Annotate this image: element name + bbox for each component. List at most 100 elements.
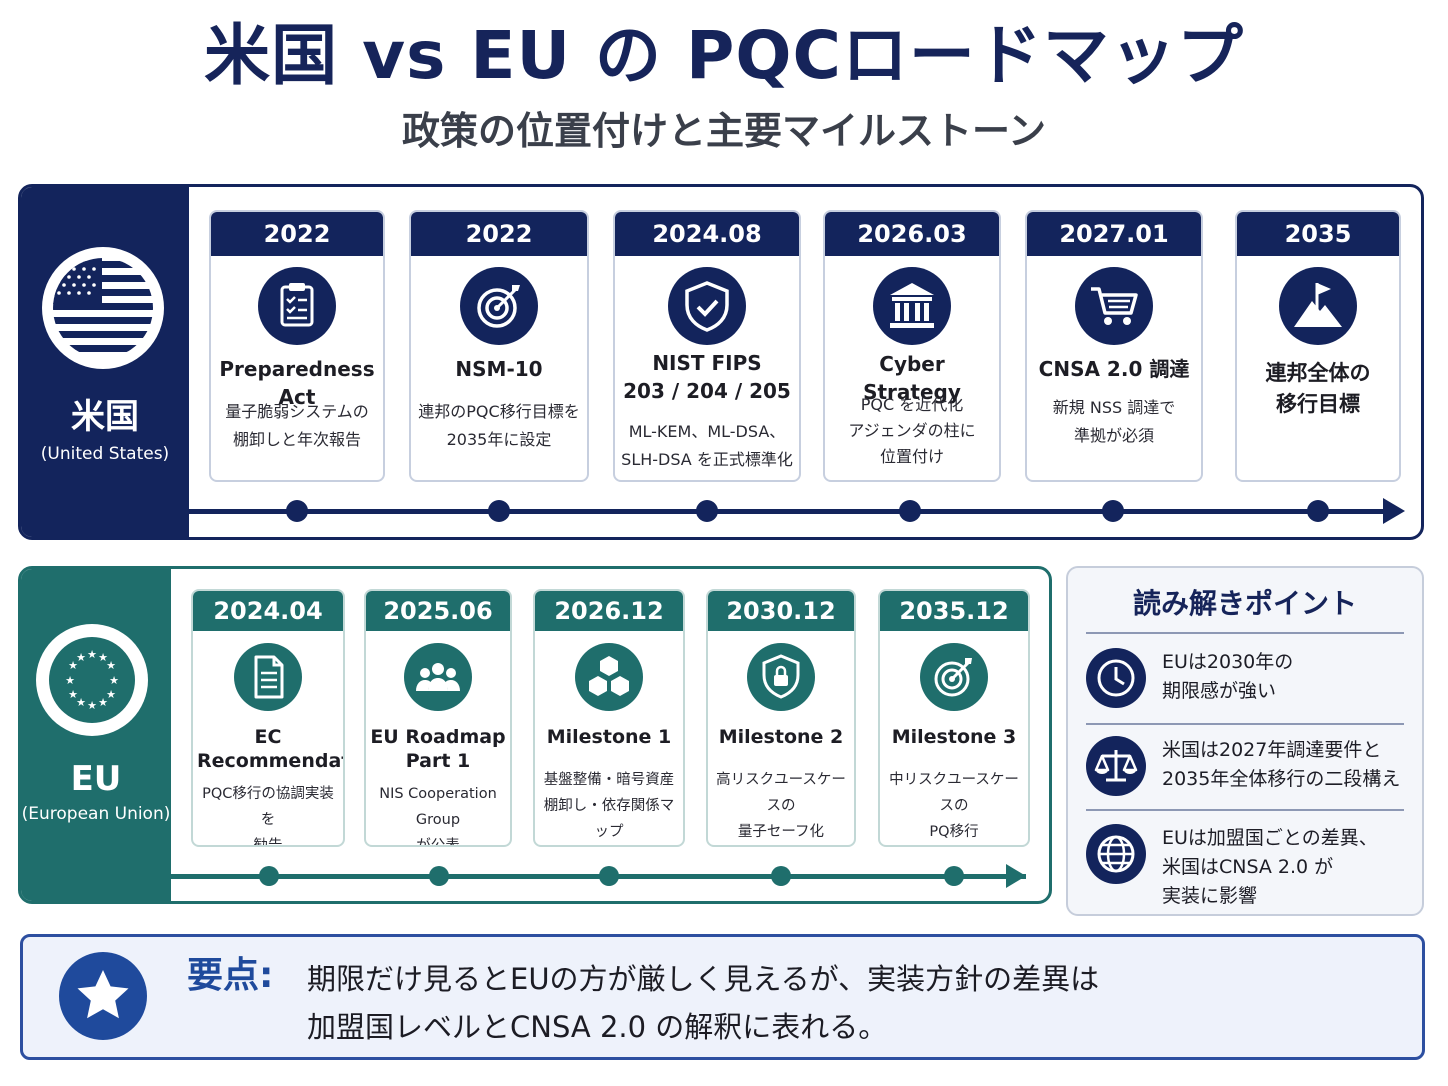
milestone-description: ML-KEM、ML-DSA、 SLH-DSA を正式標準化 bbox=[621, 422, 793, 469]
milestone-title: NIST FIPS 203 / 204 / 205 bbox=[623, 351, 791, 403]
eu-sublabel: (European Union) bbox=[21, 804, 171, 824]
timeline-dot bbox=[899, 500, 921, 522]
milestone-description: PQC を近代化 アジェンダの柱に 位置付け bbox=[848, 395, 976, 466]
milestone-description: PQC移行の協調実装を 勧告 bbox=[202, 786, 334, 847]
milestone-year: 2027.01 bbox=[1027, 212, 1201, 256]
timeline-dot bbox=[696, 500, 718, 522]
us-flag-icon bbox=[42, 247, 164, 369]
balance-scale-icon bbox=[1086, 736, 1146, 796]
eu-timeline-axis bbox=[171, 874, 1026, 879]
eu-milestone-card: 2035.12 Milestone 3 中リスクユースケースの PQ移行 bbox=[878, 589, 1030, 847]
eu-flag-icon: ★★★★ ★★★★ ★★★★ bbox=[36, 624, 148, 736]
eu-milestone-card: 2030.12 Milestone 2 高リスクユースケースの 量子セーフ化 bbox=[706, 589, 856, 847]
us-sidebar: 米国 (United States) bbox=[21, 187, 189, 537]
key-points-title: 読み解きポイント bbox=[1132, 587, 1357, 620]
shield-check-icon bbox=[668, 267, 746, 345]
milestone-description: 中リスクユースケースの PQ移行 bbox=[889, 772, 1019, 840]
milestone-title: CNSA 2.0 調達 bbox=[1038, 357, 1190, 381]
milestone-year: 2030.12 bbox=[708, 591, 854, 631]
milestone-description: 新規 NSS 調達で 準拠が必須 bbox=[1052, 398, 1176, 445]
svg-text:★: ★ bbox=[76, 696, 86, 709]
target-arrow-icon bbox=[920, 643, 988, 711]
timeline-dot bbox=[771, 866, 791, 886]
timeline-dot bbox=[429, 866, 449, 886]
svg-text:★: ★ bbox=[98, 696, 108, 709]
milestone-title: Preparedness Act bbox=[219, 357, 375, 409]
milestone-description: 連邦のPQC移行目標を 2035年に設定 bbox=[418, 402, 580, 449]
us-milestone-card: 2027.01 CNSA 2.0 調達 新規 NSS 調達で 準拠が必須 bbox=[1025, 210, 1203, 482]
svg-text:★: ★ bbox=[87, 699, 97, 712]
milestone-year: 2035.12 bbox=[880, 591, 1028, 631]
timeline-dot bbox=[1102, 500, 1124, 522]
milestone-title: NSM-10 bbox=[455, 357, 543, 381]
target-arrow-icon bbox=[460, 267, 538, 345]
page-title: 米国 vs EU の PQCロードマップ bbox=[204, 17, 1244, 94]
milestone-year: 2024.08 bbox=[615, 212, 799, 256]
timeline-dot bbox=[488, 500, 510, 522]
globe-icon bbox=[1086, 824, 1146, 884]
milestone-title: Milestone 3 bbox=[891, 726, 1017, 748]
svg-text:★: ★ bbox=[68, 659, 78, 672]
eu-milestone-card: 2025.06 EU Roadmap Part 1 NIS Cooperatio… bbox=[364, 589, 512, 847]
milestone-description: NIS Cooperation Group が公表 bbox=[379, 786, 497, 847]
group-people-icon bbox=[404, 643, 472, 711]
milestone-year: 2022 bbox=[211, 212, 383, 256]
milestone-description: 連邦全体の 移行目標 bbox=[1265, 361, 1371, 416]
timeline-dot bbox=[286, 500, 308, 522]
svg-text:★: ★ bbox=[76, 651, 86, 664]
divider bbox=[1086, 809, 1404, 811]
milestone-title: Milestone 1 bbox=[546, 726, 672, 748]
us-milestone-card: 2022 Preparedness Act 量子脆弱システムの 棚卸しと年次報告 bbox=[209, 210, 385, 482]
eu-roadmap-panel: ★★★★ ★★★★ ★★★★ EU (European Union) 2024.… bbox=[18, 566, 1052, 904]
milestone-year: 2025.06 bbox=[366, 591, 510, 631]
svg-text:★: ★ bbox=[98, 651, 108, 664]
svg-text:★: ★ bbox=[87, 648, 97, 661]
us-milestone-card: 2035 連邦全体の 移行目標 bbox=[1235, 210, 1401, 482]
timeline-dot bbox=[944, 866, 964, 886]
us-sublabel: (United States) bbox=[40, 444, 170, 464]
cubes-network-icon bbox=[575, 643, 643, 711]
summary-banner: 要点: 期限だけ見るとEUの方が厳しく見えるが、実装方針の差異は 加盟国レベルと… bbox=[20, 934, 1425, 1060]
svg-text:★: ★ bbox=[106, 659, 116, 672]
divider bbox=[1086, 723, 1404, 725]
milestone-title: EC Recommendation bbox=[197, 726, 343, 772]
milestone-year: 2026.12 bbox=[535, 591, 683, 631]
summary-label: 要点: bbox=[187, 955, 274, 996]
government-building-icon bbox=[873, 267, 951, 345]
document-icon bbox=[234, 643, 302, 711]
milestone-description: 基盤整備・暗号資産 棚卸し・依存関係マップ bbox=[543, 772, 675, 840]
us-timeline-axis bbox=[189, 509, 1389, 514]
key-points-panel: 読み解きポイント EUは2030年の 期限感が強い 米国は2027年調達要件と … bbox=[1066, 566, 1424, 916]
milestone-description: 高リスクユースケースの 量子セーフ化 bbox=[716, 772, 846, 840]
eu-milestone-card: 2026.12 Milestone 1 基盤整備・暗号資産 棚卸し・依存関係マッ… bbox=[533, 589, 685, 847]
us-milestone-card: 2022 NSM-10 連邦のPQC移行目標を 2035年に設定 bbox=[409, 210, 589, 482]
eu-milestone-card: 2024.04 EC Recommendation PQC移行の協調実装を 勧告 bbox=[191, 589, 345, 847]
us-roadmap-panel: 米国 (United States) 2022 Preparedness Act… bbox=[18, 184, 1424, 540]
us-milestone-card: 2024.08 NIST FIPS 203 / 204 / 205 ML-KEM… bbox=[613, 210, 801, 482]
shopping-cart-icon bbox=[1075, 267, 1153, 345]
shield-lock-icon bbox=[747, 643, 815, 711]
milestone-title: EU Roadmap Part 1 bbox=[370, 726, 506, 772]
milestone-year: 2024.04 bbox=[193, 591, 343, 631]
eu-timeline-arrowhead bbox=[1006, 864, 1026, 888]
svg-text:★: ★ bbox=[106, 688, 116, 701]
svg-text:★: ★ bbox=[109, 674, 119, 687]
clipboard-checklist-icon bbox=[258, 267, 336, 345]
key-point-text: 米国は2027年調達要件と 2035年全体移行の二段構え bbox=[1162, 739, 1401, 790]
milestone-year: 2022 bbox=[411, 212, 587, 256]
eu-label: EU bbox=[70, 759, 122, 799]
milestone-title: Cyber Strategy bbox=[863, 352, 961, 404]
us-milestone-card: 2026.03 Cyber Strategy PQC を近代化 アジェンダの柱に… bbox=[823, 210, 1001, 482]
divider bbox=[1086, 632, 1404, 634]
summary-text: 期限だけ見るとEUの方が厳しく見えるが、実装方針の差異は 加盟国レベルとCNSA… bbox=[307, 962, 1100, 1044]
us-label: 米国 bbox=[71, 397, 139, 437]
timeline-dot bbox=[599, 866, 619, 886]
milestone-year: 2035 bbox=[1237, 212, 1399, 256]
star-icon bbox=[59, 952, 147, 1040]
us-timeline-arrowhead bbox=[1383, 498, 1405, 524]
clock-icon bbox=[1086, 648, 1146, 708]
milestone-description: 量子脆弱システムの 棚卸しと年次報告 bbox=[225, 402, 369, 449]
milestone-year: 2026.03 bbox=[825, 212, 999, 256]
eu-sidebar: ★★★★ ★★★★ ★★★★ EU (European Union) bbox=[21, 569, 171, 901]
timeline-dot bbox=[1307, 500, 1329, 522]
